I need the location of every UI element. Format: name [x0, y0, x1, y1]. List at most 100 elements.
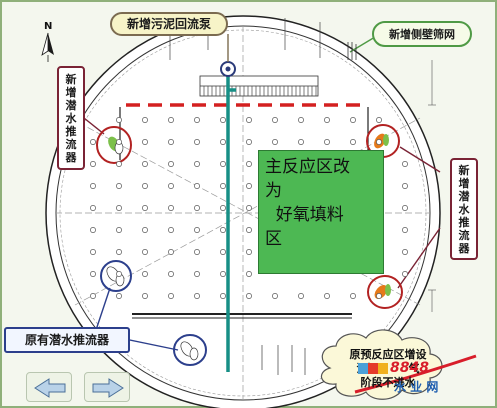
diffuser-dot	[116, 293, 122, 299]
right-arrow-icon	[92, 378, 124, 398]
diffuser-dot	[246, 227, 252, 233]
diffuser-dot	[246, 249, 252, 255]
tank-outer-wall	[45, 15, 441, 408]
diffuser-dot	[116, 139, 122, 145]
callout-char: 新	[458, 163, 470, 177]
callout-char: 水	[458, 202, 470, 216]
original-pusher-rings	[100, 260, 207, 366]
compass-label: N	[44, 21, 53, 32]
diffuser-dot	[168, 139, 174, 145]
watermark-number: 8848	[390, 360, 429, 376]
diffuser-dot	[90, 293, 96, 299]
sludge-pump-callout: 新增污泥回流泵	[110, 12, 228, 36]
callout-char: 新	[65, 72, 77, 86]
diffuser-dot	[168, 227, 174, 233]
callout-char: 潜	[65, 98, 77, 112]
watermark: 8848 水 业 网	[358, 360, 438, 394]
main-zone-line: 好氧填料	[265, 205, 344, 225]
diffuser-dot	[402, 183, 408, 189]
callout-char: 推	[458, 215, 470, 229]
callout-char: 推	[65, 124, 77, 138]
diffuser-dot	[116, 117, 122, 123]
watermark-text: 水 业 网	[394, 380, 439, 394]
diffuser-dot	[298, 293, 304, 299]
diffuser-dot	[194, 293, 200, 299]
watermark-logo-blocks	[358, 362, 388, 374]
main-zone-line: 为	[265, 181, 282, 201]
diffuser-dot	[194, 117, 200, 123]
diffuser-dot	[246, 117, 252, 123]
left-new-pusher-callout: 新 增 潜 水 推 流 器	[57, 66, 85, 170]
diffuser-dot	[116, 205, 122, 211]
diffuser-dot	[402, 271, 408, 277]
diffuser-dot	[142, 249, 148, 255]
diffuser-dot	[220, 161, 226, 167]
diffuser-dot	[194, 139, 200, 145]
callout-char: 水	[65, 111, 77, 125]
compass-icon	[41, 32, 54, 62]
diffuser-dot	[142, 293, 148, 299]
diffuser-dot	[350, 293, 356, 299]
diffuser-dot	[168, 293, 174, 299]
diffuser-dot	[246, 139, 252, 145]
main-zone-line: 主反应区改	[265, 157, 350, 177]
diffuser-dot	[90, 227, 96, 233]
watermark-swoosh	[354, 354, 477, 394]
diffuser-dot	[220, 139, 226, 145]
diffuser-dot	[90, 139, 96, 145]
note-fragment: 气	[408, 362, 420, 375]
diffuser-dot	[142, 161, 148, 167]
diffuser-dot	[376, 139, 382, 145]
diffuser-dot	[142, 227, 148, 233]
diffuser-dot	[220, 293, 226, 299]
diffuser-dot	[194, 249, 200, 255]
diffuser-dot	[350, 139, 356, 145]
callout-char: 流	[458, 228, 470, 242]
diffuser-dot	[246, 293, 252, 299]
diffuser-dot	[220, 183, 226, 189]
note-line: 阶段不进水	[360, 376, 416, 389]
callout-char: 增	[65, 85, 77, 99]
diffuser-dot	[402, 205, 408, 211]
diffuser-dot	[90, 161, 96, 167]
diffuser-dot	[90, 249, 96, 255]
diffuser-dot	[194, 205, 200, 211]
diffuser-dot	[194, 271, 200, 277]
diffuser-dot	[220, 227, 226, 233]
diffuser-dot	[246, 183, 252, 189]
main-reaction-zone: 主反应区改 为 好氧填料 区	[258, 150, 384, 274]
diffuser-dot	[116, 227, 122, 233]
side-screen-marker	[347, 42, 357, 60]
diffuser-dot	[324, 139, 330, 145]
diffuser-dot	[90, 271, 96, 277]
diffuser-dot	[116, 271, 122, 277]
forward-button[interactable]	[84, 372, 130, 402]
leader-lines	[83, 33, 441, 351]
diffuser-dot	[376, 293, 382, 299]
diffuser-dot	[194, 183, 200, 189]
original-pusher-callout: 原有潜水推流器	[4, 327, 130, 353]
left-arrow-icon	[34, 378, 66, 398]
diffuser-dot	[220, 117, 226, 123]
diffuser-dot	[90, 205, 96, 211]
diffuser-dot	[142, 271, 148, 277]
propeller-icon	[180, 341, 199, 361]
weir-teeth	[203, 86, 317, 96]
back-button[interactable]	[26, 372, 72, 402]
diffuser-dot	[142, 183, 148, 189]
diffuser-dot	[116, 249, 122, 255]
diffuser-dot	[272, 117, 278, 123]
diffuser-dot	[272, 139, 278, 145]
diffuser-dot	[142, 205, 148, 211]
diffuser-dot	[402, 161, 408, 167]
diffuser-dot	[298, 139, 304, 145]
callout-char: 器	[458, 241, 470, 255]
diffuser-dot	[220, 249, 226, 255]
bottom-stubs	[261, 345, 306, 375]
sludge-return-pipe	[226, 68, 236, 372]
diffuser-dot	[324, 293, 330, 299]
diffuser-dot	[194, 227, 200, 233]
diffuser-dot	[168, 161, 174, 167]
